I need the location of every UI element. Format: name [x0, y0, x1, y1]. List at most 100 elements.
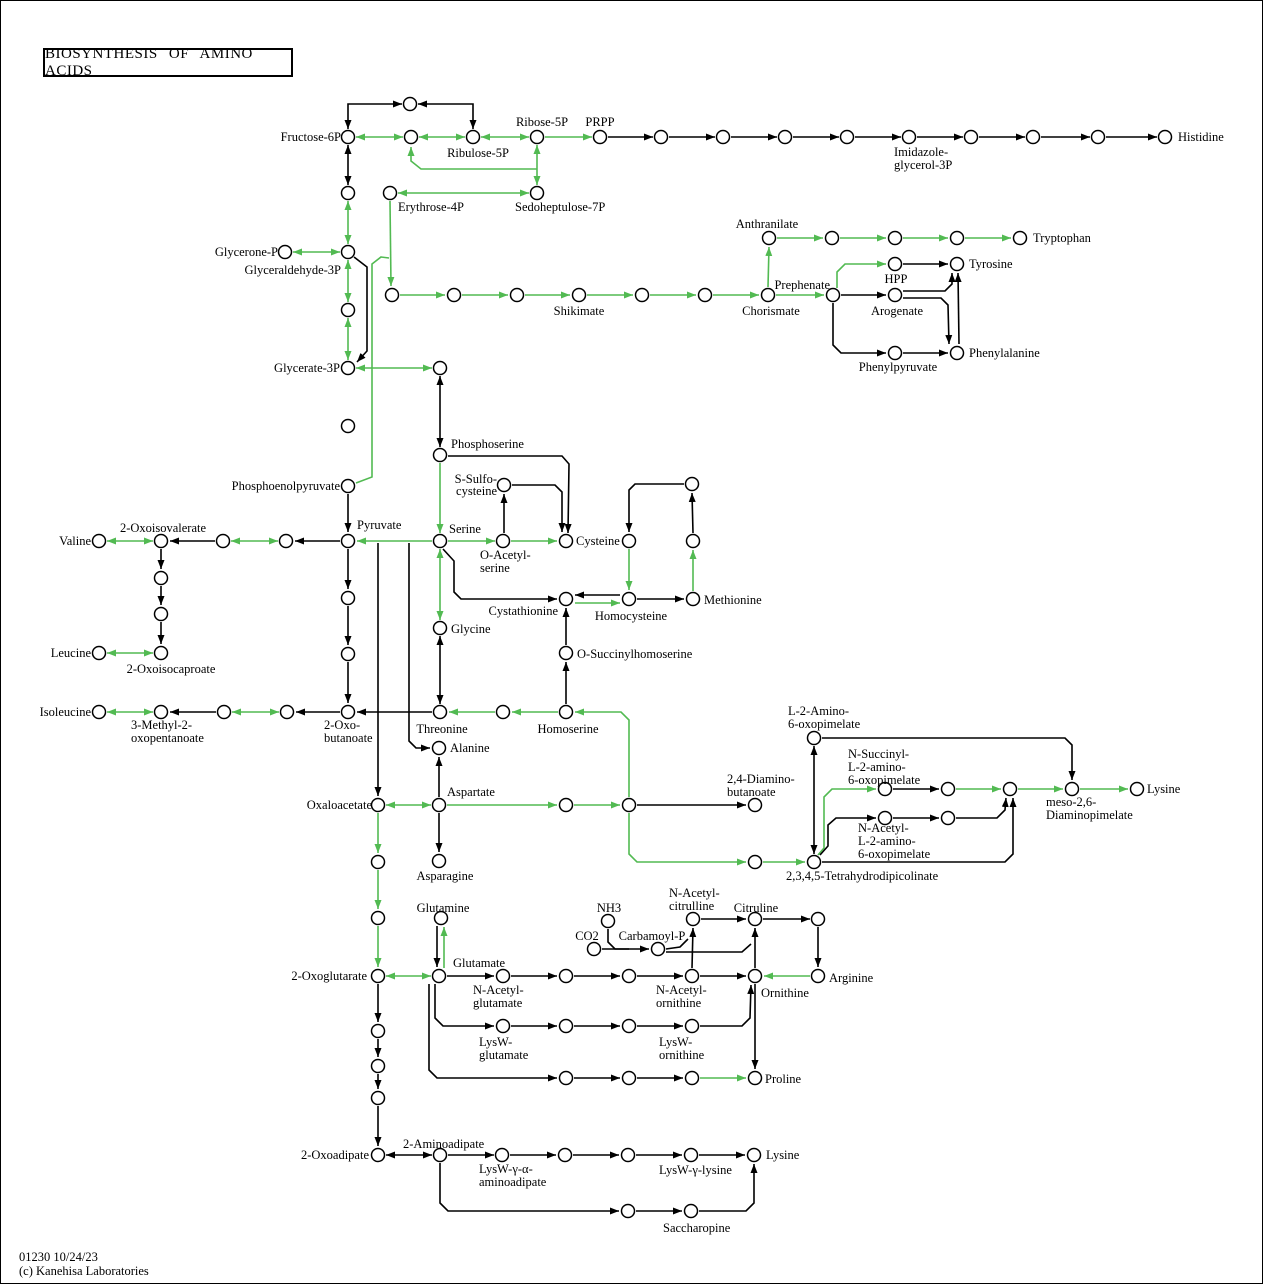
node-tyrosine[interactable] — [949, 256, 965, 272]
node-his1[interactable] — [653, 129, 669, 145]
node-oxaloacetate[interactable] — [370, 797, 386, 813]
node-erythrose-4p[interactable] — [382, 185, 398, 201]
node-j377-1030[interactable] — [370, 1023, 386, 1039]
node-sh6[interactable] — [697, 287, 713, 303]
node-fructose-6p[interactable] — [340, 129, 356, 145]
node-j1009-788[interactable] — [1002, 781, 1018, 797]
node-meso-diaminopimelate[interactable] — [1064, 781, 1080, 797]
node-j223-711[interactable] — [216, 704, 232, 720]
node-glutamine[interactable] — [433, 910, 449, 926]
node-shikimate[interactable] — [571, 287, 587, 303]
node-his8[interactable] — [1090, 129, 1106, 145]
node-anthranilate[interactable] — [761, 230, 777, 246]
node-isoleucine[interactable] — [91, 704, 107, 720]
node-trp2[interactable] — [887, 230, 903, 246]
node-j160-577[interactable] — [153, 570, 169, 586]
node-valine[interactable] — [91, 533, 107, 549]
node-j565-1077[interactable] — [558, 1070, 574, 1086]
node-lysine-dap[interactable] — [1129, 781, 1145, 797]
node-lysine-aaa[interactable] — [746, 1147, 762, 1163]
node-2-oxobutanoate[interactable] — [340, 704, 356, 720]
node-phosphoserine[interactable] — [432, 447, 448, 463]
node-j377-917[interactable] — [370, 910, 386, 926]
node-j628-540[interactable] — [621, 533, 637, 549]
node-j409-103[interactable] — [402, 96, 418, 112]
node-chorismate[interactable] — [760, 287, 776, 303]
node-glycine[interactable] — [432, 620, 448, 636]
node-phosphoenolpyruvate[interactable] — [340, 478, 356, 494]
node-j628-1077[interactable] — [621, 1070, 637, 1086]
node-pyruvate[interactable] — [340, 533, 356, 549]
node-carbamoyl-p[interactable] — [650, 941, 666, 957]
node-j627-1210[interactable] — [620, 1203, 636, 1219]
node-2-aminoadipate[interactable] — [432, 1147, 448, 1163]
node-j222-540[interactable] — [215, 533, 231, 549]
node-j565-975[interactable] — [558, 968, 574, 984]
node-j377-1065[interactable] — [370, 1058, 386, 1074]
node-j627-1154[interactable] — [620, 1147, 636, 1163]
node-j754-861[interactable] — [747, 854, 763, 870]
node-lysw-glutamate[interactable] — [495, 1018, 511, 1034]
node-cystathionine[interactable] — [558, 591, 574, 607]
node-n-acetyl-oxopimelate[interactable] — [877, 810, 893, 826]
node-sh1[interactable] — [384, 287, 400, 303]
node-his7[interactable] — [1025, 129, 1041, 145]
node-citruline[interactable] — [747, 911, 763, 927]
node-imidazole-glycerol-3p[interactable] — [901, 129, 917, 145]
node-j628-975[interactable] — [621, 968, 637, 984]
node-sh3[interactable] — [509, 287, 525, 303]
node-n-acetylornithine[interactable] — [684, 968, 700, 984]
node-j347-309[interactable] — [340, 302, 356, 318]
node-his6[interactable] — [963, 129, 979, 145]
node-j285-540[interactable] — [278, 533, 294, 549]
node-j347-425[interactable] — [340, 418, 356, 434]
node-2-oxoisovalerate[interactable] — [153, 533, 169, 549]
node-aspartate[interactable] — [431, 797, 447, 813]
node-j410-136[interactable] — [403, 129, 419, 145]
node-trp3[interactable] — [949, 230, 965, 246]
node-his4[interactable] — [839, 129, 855, 145]
node-arogenate[interactable] — [887, 287, 903, 303]
node-asparagine[interactable] — [431, 853, 447, 869]
node-2-oxoadipate[interactable] — [370, 1147, 386, 1163]
node-j628-804[interactable] — [621, 797, 637, 813]
node-j377-861[interactable] — [370, 854, 386, 870]
node-j347-597[interactable] — [340, 590, 356, 606]
node-j692-540[interactable] — [685, 533, 701, 549]
node-histidine[interactable] — [1157, 129, 1173, 145]
node-hpp[interactable] — [887, 256, 903, 272]
node-o-acetylserine[interactable] — [495, 533, 511, 549]
node-j691-1077[interactable] — [684, 1070, 700, 1086]
node-glyceraldehyde-3p[interactable] — [340, 244, 356, 260]
node-j690-1154[interactable] — [683, 1147, 699, 1163]
node-j502-975[interactable] — [495, 968, 511, 984]
node-phenylalanine[interactable] — [949, 345, 965, 361]
node-j439-367[interactable] — [432, 360, 448, 376]
node-glutamate[interactable] — [431, 968, 447, 984]
node-j501-1154[interactable] — [494, 1147, 510, 1163]
node-co2[interactable] — [586, 941, 602, 957]
node-glycerate-3p[interactable] — [340, 360, 356, 376]
node-n-succinyl-oxopimelate[interactable] — [877, 781, 893, 797]
node-j947-788[interactable] — [940, 781, 956, 797]
node-n-acetylcitrulline[interactable] — [685, 911, 701, 927]
node-trp1[interactable] — [824, 230, 840, 246]
node-cysteine[interactable] — [558, 533, 574, 549]
node-j628-1025[interactable] — [621, 1018, 637, 1034]
node-alanine[interactable] — [431, 740, 447, 756]
node-phenylpyruvate[interactable] — [887, 345, 903, 361]
node-2-oxoisocaproate[interactable] — [153, 645, 169, 661]
node-arginine[interactable] — [810, 968, 826, 984]
node-j347-653[interactable] — [340, 646, 356, 662]
node-lysw-ornithine[interactable] — [684, 1018, 700, 1034]
node-ornithine[interactable] — [747, 968, 763, 984]
node-j286-711[interactable] — [279, 704, 295, 720]
node-j160-613[interactable] — [153, 606, 169, 622]
node-l-2-amino-6-oxopimelate[interactable] — [806, 730, 822, 746]
node-j502-711[interactable] — [495, 704, 511, 720]
node-ribose-5p[interactable] — [529, 129, 545, 145]
node-j377-1097[interactable] — [370, 1090, 386, 1106]
node-homocysteine[interactable] — [621, 591, 637, 607]
node-proline[interactable] — [747, 1070, 763, 1086]
node-his3[interactable] — [777, 129, 793, 145]
